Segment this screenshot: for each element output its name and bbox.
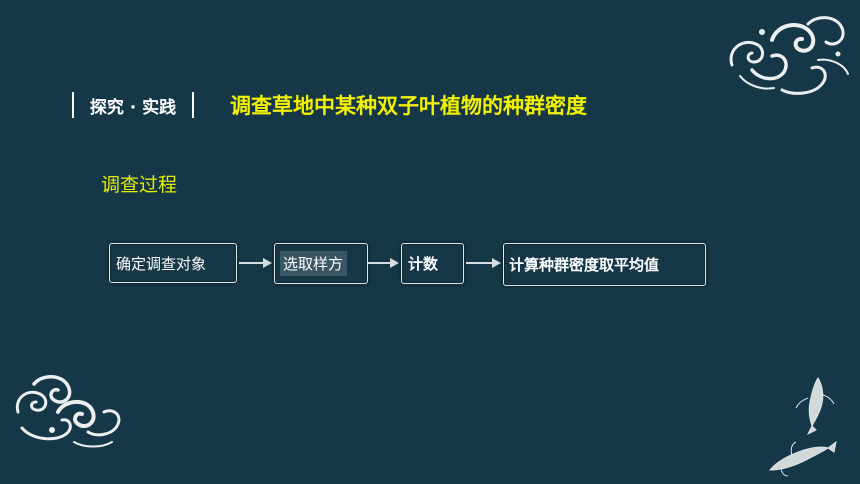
arrow-right-icon: [239, 258, 272, 268]
flow-step-4: 计算种群密度取平均值: [503, 243, 706, 286]
flow-step-3: 计数: [401, 243, 464, 284]
flow-step-label: 选取样方: [280, 251, 348, 276]
flow-step-1: 确定调查对象: [109, 243, 237, 283]
flow-step-2: 选取样方: [274, 243, 368, 284]
fish-ink-painting: [768, 377, 837, 477]
flow-step-label: 确定调查对象: [116, 254, 207, 273]
page-title: 调查草地中某种双子叶植物的种群密度: [230, 94, 587, 118]
cloud-ornament-top-right: [729, 16, 849, 95]
arrow-right-icon: [466, 258, 501, 268]
flow-step-label: 计算种群密度取平均值: [509, 256, 660, 274]
flow-step-label: 计数: [408, 255, 439, 273]
subheading: 调查过程: [101, 174, 178, 196]
arrow-right-icon: [368, 258, 399, 268]
section-tag: 探究 · 实践: [72, 92, 194, 118]
cloud-ornament-bottom-left: [15, 375, 121, 448]
